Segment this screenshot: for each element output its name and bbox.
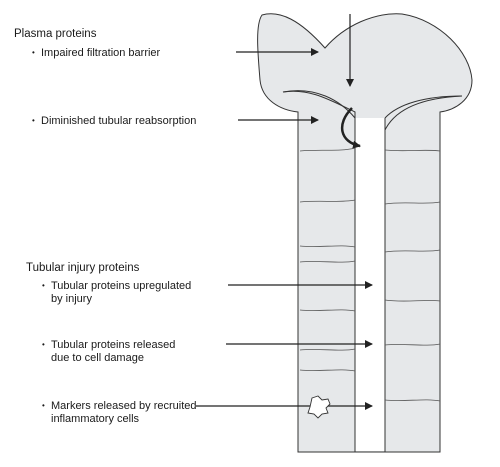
plasma-proteins-heading: Plasma proteins (14, 28, 97, 40)
tubular-injury-heading: Tubular injury proteins (26, 262, 140, 274)
label-upregulated-line2: by injury (51, 293, 92, 305)
lumen-top (282, 90, 463, 119)
label-markers: Markers released by recruited (42, 399, 197, 413)
label-released-line2: due to cell damage (51, 352, 144, 364)
label-diminished-reabsorption: Diminished tubular reabsorption (32, 114, 196, 128)
label-upregulated: Tubular proteins upregulated (42, 279, 191, 293)
label-markers-line2: inflammatory cells (51, 413, 140, 425)
label-impaired-filtration: Impaired filtration barrier (32, 46, 160, 60)
inflammatory-cell-icon (307, 395, 331, 419)
curved-arrow-icon (340, 107, 361, 149)
label-released: Tubular proteins released (42, 338, 175, 352)
cell-divisions (299, 147, 441, 402)
